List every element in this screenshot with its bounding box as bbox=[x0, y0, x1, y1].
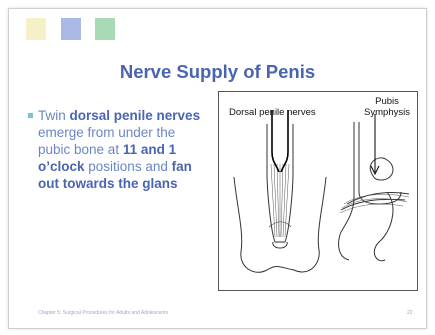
decor-square-blue bbox=[61, 18, 81, 40]
decor-square-green bbox=[95, 18, 115, 40]
slide-title: Nerve Supply of Penis bbox=[0, 61, 435, 83]
footer-chapter: Chapter 5: Surgical Procedures for Adult… bbox=[38, 310, 168, 316]
decor-square-yellow bbox=[26, 18, 46, 40]
bullet-part-1: Twin bbox=[38, 108, 70, 123]
bullet-bold-1: dorsal penile nerves bbox=[70, 108, 201, 123]
anatomy-figure bbox=[218, 91, 418, 291]
bullet-text: Twin dorsal penile nerves emerge from un… bbox=[38, 107, 208, 192]
label-dorsal-nerves: Dorsal penile nerves bbox=[229, 107, 316, 118]
label-pubis-line1: Pubis bbox=[375, 96, 399, 107]
bullet-marker bbox=[28, 113, 33, 118]
footer-page-number: 22 bbox=[407, 310, 413, 316]
anatomy-illustration bbox=[219, 92, 417, 290]
label-pubis-line2: Symphysis bbox=[364, 107, 410, 118]
bullet-part-3: positions and bbox=[85, 159, 172, 174]
